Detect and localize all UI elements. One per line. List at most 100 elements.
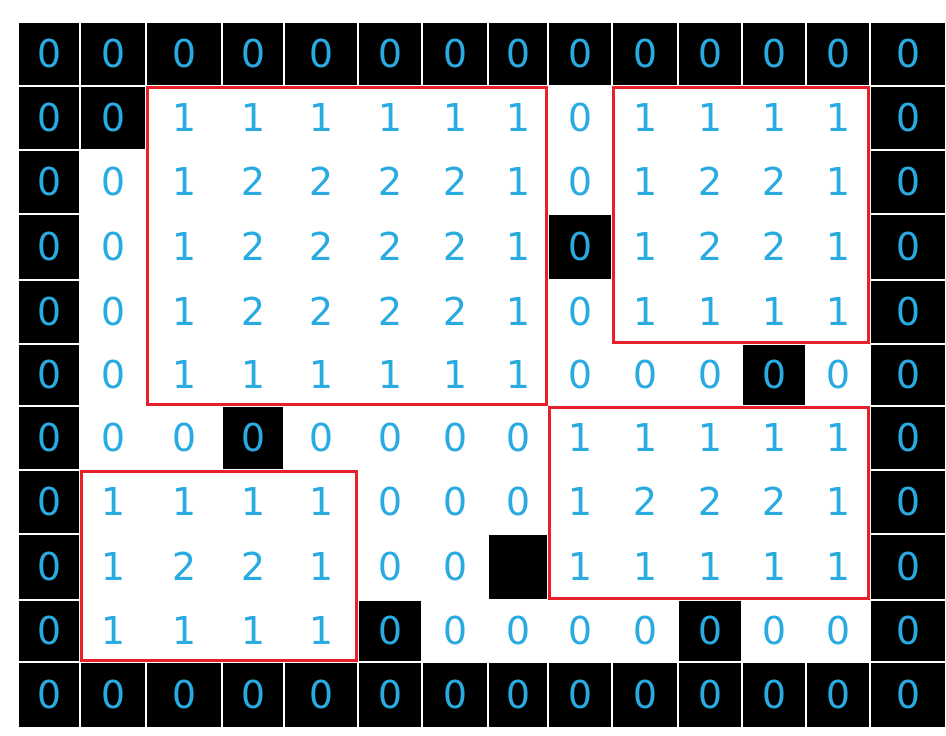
grid-cell: 0 — [222, 22, 284, 86]
grid-cell: 0 — [612, 662, 678, 728]
grid-cell: 0 — [870, 344, 946, 406]
grid-cell: 1 — [422, 86, 488, 150]
grid-cell: 0 — [18, 86, 80, 150]
grid-cell: 1 — [358, 86, 422, 150]
grid-cell: 0 — [806, 600, 870, 662]
grid-cell: 1 — [284, 600, 358, 662]
grid-cell: 1 — [678, 280, 742, 344]
grid-cell: 0 — [358, 534, 422, 600]
grid-cell: 0 — [222, 662, 284, 728]
grid-cell: 1 — [612, 406, 678, 470]
grid-cell: 1 — [806, 150, 870, 214]
grid-cell: 0 — [612, 22, 678, 86]
grid-cell: 0 — [870, 280, 946, 344]
grid-cell: 0 — [222, 406, 284, 470]
grid-cell: 1 — [146, 470, 222, 534]
grid-cell: 0 — [422, 470, 488, 534]
grid-cell: 1 — [742, 280, 806, 344]
grid-cell: 1 — [146, 214, 222, 280]
grid-cell: 2 — [358, 280, 422, 344]
grid-cell: 0 — [422, 534, 488, 600]
grid-cell: 0 — [358, 22, 422, 86]
grid-cell: 0 — [488, 22, 548, 86]
grid-cell: 2 — [678, 470, 742, 534]
grid-cell: 0 — [548, 280, 612, 344]
grid-cell: 0 — [488, 662, 548, 728]
grid-cell: 0 — [742, 22, 806, 86]
grid-cell: 0 — [422, 22, 488, 86]
grid-cell: 1 — [488, 86, 548, 150]
grid-cell: 0 — [806, 22, 870, 86]
grid-cell: 2 — [678, 214, 742, 280]
grid-cell: 0 — [80, 406, 146, 470]
grid-cell: 2 — [742, 470, 806, 534]
grid-cell: 0 — [612, 344, 678, 406]
grid-cell: 1 — [146, 150, 222, 214]
grid-cell: 0 — [548, 344, 612, 406]
grid-cell: 1 — [612, 150, 678, 214]
grid-cell: 0 — [80, 150, 146, 214]
grid-cell: 1 — [222, 600, 284, 662]
grid-cell: 0 — [548, 150, 612, 214]
grid-cell: 0 — [548, 22, 612, 86]
grid-cell: 0 — [284, 406, 358, 470]
grid-cell: 0 — [548, 662, 612, 728]
grid-cell: 0 — [358, 662, 422, 728]
grid-cell: 1 — [806, 214, 870, 280]
grid-cell: 1 — [146, 280, 222, 344]
grid-cell: 1 — [422, 344, 488, 406]
grid-cell: 1 — [222, 344, 284, 406]
grid-cell: 0 — [870, 406, 946, 470]
grid-cell: 0 — [806, 662, 870, 728]
grid-cell: 1 — [488, 344, 548, 406]
grid-cell: 2 — [612, 470, 678, 534]
grid-cell: 0 — [806, 344, 870, 406]
grid-cell: 1 — [742, 406, 806, 470]
grid-cell: 0 — [422, 662, 488, 728]
grid-cell: 0 — [742, 344, 806, 406]
grid-cell: 0 — [870, 22, 946, 86]
grid-cell: 1 — [548, 534, 612, 600]
grid-cell: 0 — [80, 344, 146, 406]
grid-cell: 1 — [678, 534, 742, 600]
grid-cell: 2 — [742, 214, 806, 280]
grid-cell: 1 — [284, 470, 358, 534]
grid-cell: 0 — [146, 662, 222, 728]
grid-cell: 1 — [678, 86, 742, 150]
grid-cell: 0 — [18, 406, 80, 470]
grid-cell: 2 — [222, 534, 284, 600]
grid-cell: 2 — [422, 280, 488, 344]
grid-cell: 2 — [678, 150, 742, 214]
grid-cell: 0 — [548, 214, 612, 280]
grid-cell: 1 — [678, 406, 742, 470]
grid-cell: 1 — [222, 470, 284, 534]
grid-cell: 2 — [222, 280, 284, 344]
grid-cell: 1 — [548, 470, 612, 534]
grid-cell: 1 — [80, 534, 146, 600]
grid-cell: 0 — [678, 344, 742, 406]
grid-cell: 0 — [678, 22, 742, 86]
grid-cell: 0 — [18, 22, 80, 86]
grid-cell: 1 — [806, 86, 870, 150]
grid-cell: 2 — [284, 150, 358, 214]
grid-cell: 0 — [18, 344, 80, 406]
grid-cell: 2 — [422, 214, 488, 280]
grid-cell: 1 — [806, 470, 870, 534]
grid-cell: 0 — [146, 22, 222, 86]
grid-cell: 1 — [80, 600, 146, 662]
grid-cell: 0 — [80, 280, 146, 344]
grid-cell: 0 — [870, 600, 946, 662]
grid-cell: 2 — [742, 150, 806, 214]
grid-cell: 0 — [488, 406, 548, 470]
grid-cell: 2 — [358, 214, 422, 280]
grid-cell: 2 — [222, 150, 284, 214]
grid-cell: 0 — [870, 470, 946, 534]
grid-cell: 0 — [422, 600, 488, 662]
grid-cell: 1 — [612, 86, 678, 150]
grid-cell: 0 — [870, 86, 946, 150]
grid-cell: 0 — [146, 406, 222, 470]
grid-cell: 0 — [284, 22, 358, 86]
grid-cell: 1 — [80, 470, 146, 534]
grid-cell: 1 — [612, 534, 678, 600]
